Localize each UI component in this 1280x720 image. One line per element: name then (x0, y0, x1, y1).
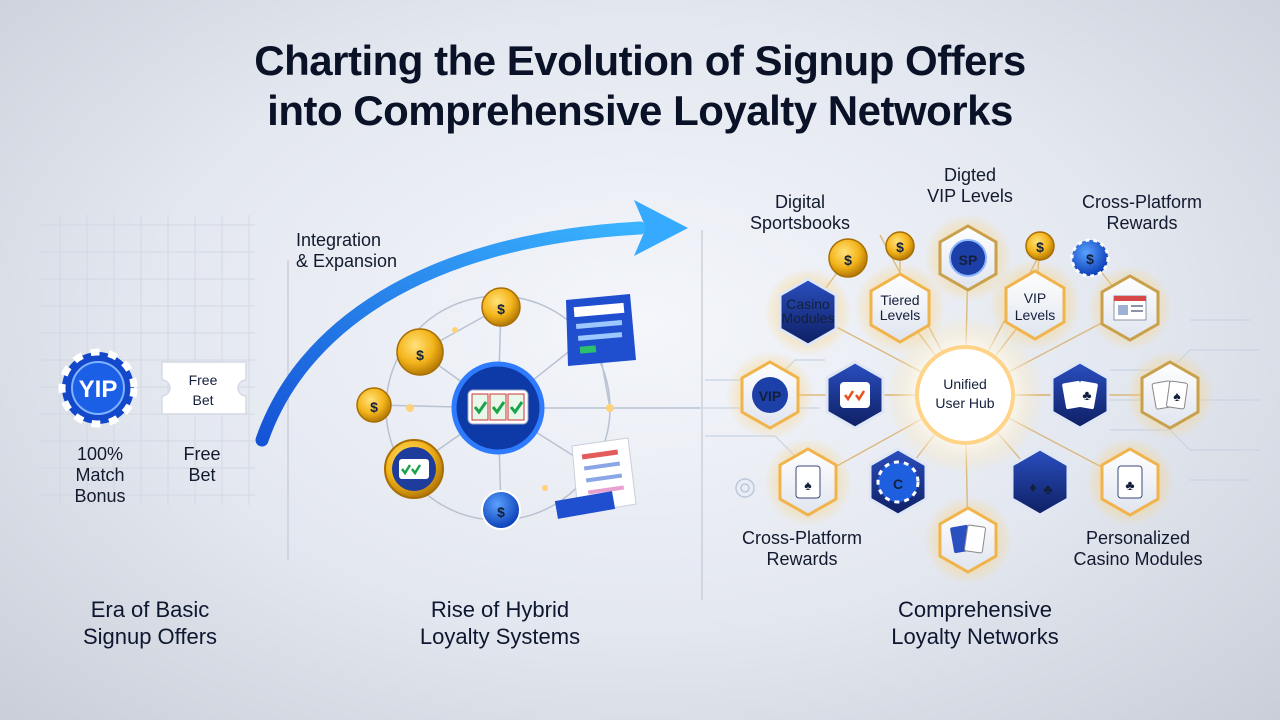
svg-text:$: $ (370, 399, 378, 415)
receipt-icon (554, 437, 637, 519)
chip-text: YIP (79, 376, 118, 403)
blue-coin-icon: $ (1070, 238, 1110, 278)
svg-text:♣: ♣ (1082, 387, 1091, 403)
slot-coin-icon (384, 439, 444, 499)
slot-machine-node (825, 360, 885, 430)
hub-line-1: Unified (943, 376, 987, 392)
label-cross-platform-bottom: Cross-Platform Rewards (741, 528, 862, 569)
svg-text:$: $ (1036, 239, 1044, 255)
playing-cards-node: ♣ (1050, 360, 1110, 430)
svg-text:C: C (893, 476, 903, 492)
svg-text:Tiered: Tiered (880, 292, 919, 308)
browser-window-node (1088, 266, 1172, 350)
label-personalized: Personalized Casino Modules (1073, 528, 1203, 569)
circuit-ring-icon (735, 478, 755, 498)
unified-hub (915, 345, 1015, 445)
svg-text:$: $ (497, 301, 505, 317)
era-stage-3: Comprehensive Loyalty Networks (891, 597, 1059, 649)
stage2-dots (406, 327, 614, 491)
svg-text:VIP: VIP (759, 388, 782, 404)
ticket-label: Free Bet (183, 444, 221, 485)
svg-text:$: $ (844, 252, 852, 268)
era-stage-1: Era of Basic Signup Offers (82, 597, 218, 649)
chip-node: C (868, 447, 928, 517)
title-line-2: into Comprehensive Loyalty Networks (267, 87, 1013, 134)
cards-node-right: ♠ (1126, 351, 1214, 439)
free-bet-ticket: Free Bet (161, 361, 247, 415)
label-digited-vip: Digted VIP Levels (927, 165, 1013, 206)
title-line-1: Charting the Evolution of Signup Offers (254, 37, 1026, 84)
svg-text:♠: ♠ (1173, 388, 1181, 404)
era-stage-2: Rise of Hybrid Loyalty Systems (419, 597, 581, 649)
cards-node-bottom (924, 496, 1012, 584)
coin-icon: $ (828, 238, 868, 278)
label-digital-sportsbooks: Digital Sportsbooks (749, 192, 851, 233)
spade-card-node: ♠ (764, 438, 852, 526)
tiered-levels-node: Tiered Levels (854, 262, 946, 354)
svg-text:$: $ (416, 347, 424, 363)
svg-text:VIP: VIP (1024, 290, 1047, 306)
blue-coin-icon: $ (481, 490, 521, 530)
svg-text:♦: ♦ (1029, 479, 1036, 495)
hub-line-2: User Hub (935, 395, 994, 411)
svg-text:SP: SP (959, 252, 978, 268)
evolution-arrow (255, 221, 647, 447)
arrow-label: Integration & Expansion (296, 230, 398, 271)
suits-node: ♦ ♣ (1010, 447, 1070, 517)
svg-text:Levels: Levels (880, 307, 920, 323)
svg-text:♣: ♣ (1043, 481, 1052, 497)
label-cross-platform-top: Cross-Platform Rewards (1081, 192, 1202, 233)
svg-text:♠: ♠ (804, 477, 812, 493)
betting-slip-icon (566, 294, 636, 366)
vip-node-left: VIP (726, 351, 814, 439)
arrow-head-icon (634, 200, 688, 256)
coin-icon: $ (481, 287, 521, 327)
chip-label: 100% Match Bonus (74, 444, 126, 506)
svg-text:$: $ (896, 239, 904, 255)
svg-text:Casino: Casino (786, 296, 830, 312)
coin-icon: $ (356, 387, 392, 423)
svg-text:$: $ (497, 504, 505, 520)
ticket-line-1: Free (189, 372, 218, 388)
slot-machine-hub (451, 361, 545, 455)
coin-icon: $ (396, 328, 444, 376)
page-title: Charting the Evolution of Signup Offers … (0, 36, 1280, 136)
svg-text:Modules: Modules (782, 310, 835, 326)
coin-icon: $ (1025, 231, 1055, 261)
ticket-line-2: Bet (192, 392, 213, 408)
svg-text:$: $ (1086, 251, 1094, 267)
sp-node: SP (924, 214, 1012, 302)
casino-modules-node: Casino Modules (764, 268, 852, 356)
svg-text:Levels: Levels (1015, 307, 1055, 323)
card-node-bottom-right: ♣ (1086, 438, 1174, 526)
vip-chip: YIP (58, 348, 138, 428)
vip-levels-node: VIP Levels (989, 259, 1081, 351)
coin-icon: $ (885, 231, 915, 261)
svg-text:♣: ♣ (1125, 477, 1134, 493)
